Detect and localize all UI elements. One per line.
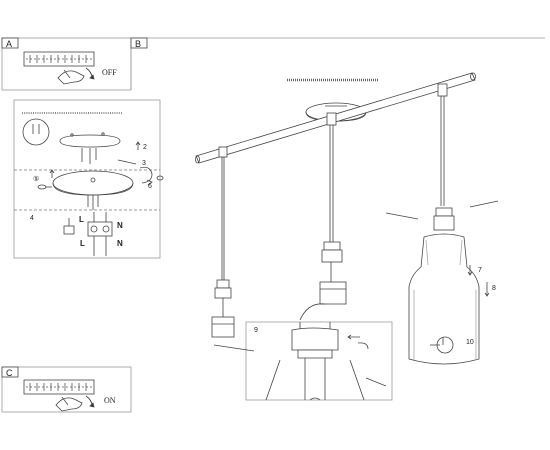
screwdriver-inset-right bbox=[365, 377, 387, 387]
panel-a-letter: A bbox=[6, 39, 12, 49]
panel-a-letter-box bbox=[1, 37, 19, 49]
panel-c bbox=[1, 366, 132, 413]
pendant-left bbox=[211, 146, 235, 338]
terminal-l-top: L bbox=[79, 215, 84, 224]
arrow-7-icon bbox=[467, 265, 473, 276]
ground-terminal-icon bbox=[63, 218, 75, 235]
terminal-block-c bbox=[23, 379, 95, 395]
switch-off-label: OFF bbox=[102, 68, 117, 77]
panel-c-letter: C bbox=[6, 368, 13, 378]
panel-a bbox=[1, 37, 132, 91]
canopy-plate bbox=[52, 170, 134, 210]
arrow-2-icon bbox=[135, 141, 141, 150]
screwdriver-right-1 bbox=[385, 212, 419, 220]
hand-switch-c-icon bbox=[55, 395, 95, 412]
connector-block bbox=[87, 212, 113, 256]
step-10-label: 10 bbox=[466, 339, 474, 346]
terminal-l-bottom: L bbox=[80, 239, 85, 248]
detail-inset bbox=[213, 303, 393, 401]
arrow-inset-icon bbox=[347, 334, 360, 340]
panel-c-letter-box bbox=[1, 366, 19, 378]
screwdriver-right-2 bbox=[469, 200, 499, 208]
step-4-label: 4 bbox=[30, 215, 34, 222]
step-2-label: 2 bbox=[143, 144, 147, 151]
screwdriver-inset-left bbox=[213, 344, 255, 352]
step-9-label: 9 bbox=[254, 327, 258, 334]
switch-on-label: ON bbox=[104, 396, 116, 405]
panel-b bbox=[130, 37, 545, 90]
panel-b-letter: B bbox=[135, 39, 141, 49]
arrow-up-left-icon bbox=[49, 169, 55, 178]
step-3-label: 3 bbox=[142, 160, 146, 167]
panel-b-letter-box bbox=[130, 37, 148, 49]
step-6-label: 6 bbox=[148, 183, 152, 190]
terminal-n-top: N bbox=[117, 221, 123, 230]
terminal-n-bottom: N bbox=[117, 239, 123, 248]
glass-shade bbox=[408, 233, 480, 365]
canopy-top bbox=[59, 132, 121, 164]
screw-right-icon bbox=[156, 175, 164, 181]
ceiling-hook-icon bbox=[22, 118, 50, 146]
rotate-arrow-icon bbox=[139, 166, 153, 184]
terminal-block-a bbox=[23, 51, 95, 67]
step-7-label: 7 bbox=[478, 267, 482, 274]
hand-switch-a-icon bbox=[57, 67, 95, 85]
canopy-detail-box bbox=[13, 99, 164, 259]
pendant-middle bbox=[319, 112, 347, 305]
arrow-8-icon bbox=[484, 282, 490, 297]
screw-left-icon bbox=[37, 184, 52, 190]
pendant-right bbox=[408, 83, 480, 365]
panel-c-frame bbox=[1, 366, 132, 413]
arrow-6-icon bbox=[146, 179, 153, 186]
panel-b-frame bbox=[130, 37, 545, 90]
screwdriver-icon bbox=[117, 159, 137, 165]
step-8-label: 8 bbox=[492, 285, 496, 292]
rotate-inset-icon bbox=[357, 342, 369, 350]
step-5-label: ⑤ bbox=[33, 175, 39, 183]
